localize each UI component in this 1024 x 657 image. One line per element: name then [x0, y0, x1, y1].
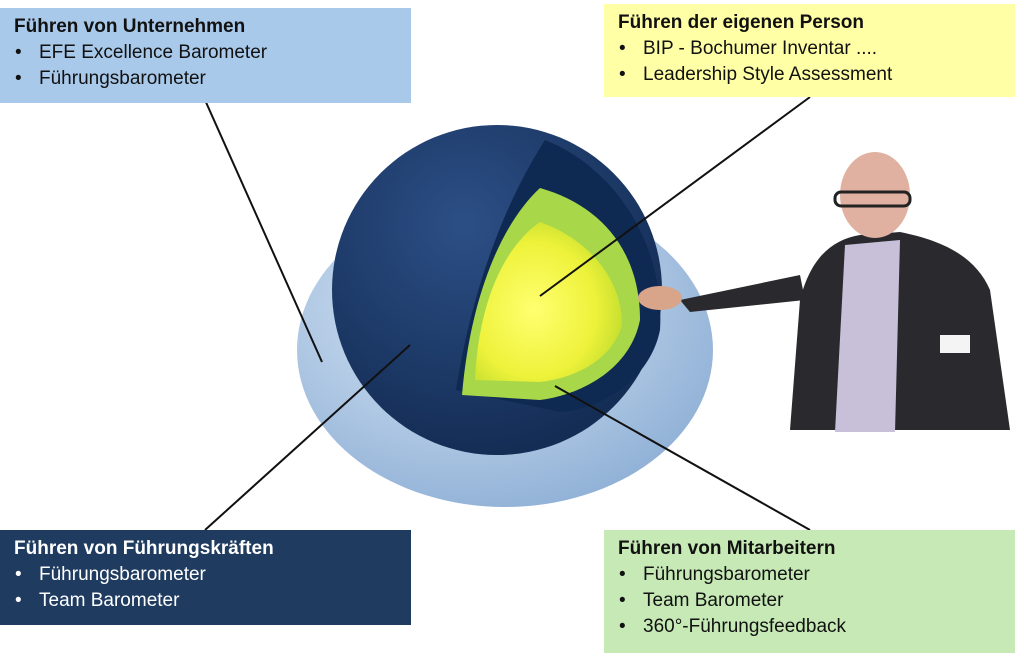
box-title: Führen von Unternehmen: [14, 16, 246, 37]
list-item: Führungsbarometer: [14, 562, 397, 588]
box-self: Führen der eigenen Person BIP - Bochumer…: [604, 4, 1015, 97]
list-item: EFE Excellence Barometer: [14, 40, 397, 66]
list-item: Führungsbarometer: [618, 562, 1001, 588]
box-title: Führen von Führungskräften: [14, 538, 274, 559]
connector-self: [539, 96, 811, 297]
connector-companies: [204, 99, 323, 363]
box-title: Führen von Mitarbeitern: [618, 538, 836, 559]
connector-leaders: [204, 344, 411, 531]
box-companies: Führen von Unternehmen EFE Excellence Ba…: [0, 8, 411, 103]
box-title: Führen der eigenen Person: [618, 12, 864, 33]
connector-employees: [554, 385, 811, 531]
list-item: Team Barometer: [14, 588, 397, 614]
list-item: Team Barometer: [618, 588, 1001, 614]
presenter-photo: [638, 152, 1010, 432]
list-item: BIP - Bochumer Inventar ....: [618, 36, 1001, 62]
connector-lines: [204, 96, 811, 531]
list-item: Führungsbarometer: [14, 66, 397, 92]
list-item: 360°-Führungsfeedback: [618, 614, 1001, 640]
box-leaders: Führen von Führungskräften Führungsbarom…: [0, 530, 411, 625]
box-employees: Führen von Mitarbeitern Führungsbaromete…: [604, 530, 1015, 653]
list-item: Leadership Style Assessment: [618, 62, 1001, 88]
